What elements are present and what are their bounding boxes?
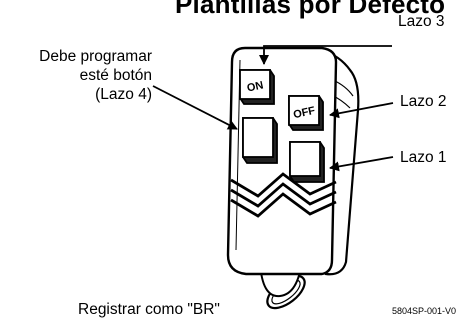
label-registrar: Registrar como "BR": [78, 301, 220, 318]
button-loop4: [242, 117, 278, 164]
label-debe-line2: esté botón: [79, 67, 152, 84]
button-on: [239, 69, 275, 105]
chevron-stripes: [230, 172, 337, 218]
button-off-label: OFF: [292, 105, 316, 121]
button-loop1: [289, 141, 325, 183]
diagram-title: Plantillas por Defecto: [175, 0, 446, 19]
label-lazo1: Lazo 1: [400, 149, 447, 166]
arrow-lazo2: [329, 102, 394, 119]
button-on-label: ON: [246, 79, 265, 94]
arrow-lazo1: [329, 156, 394, 172]
arrow-loop4: [152, 85, 238, 130]
button-off: [288, 95, 324, 131]
figure-code: 5804SP-001-V0: [392, 306, 457, 316]
arrow-lazo3: [259, 45, 392, 65]
label-lazo3: Lazo 3: [398, 13, 445, 30]
leader-lines: [152, 45, 394, 172]
label-debe-programar: Debe programar esté botón (Lazo 4): [5, 47, 152, 104]
label-lazo2: Lazo 2: [400, 93, 447, 110]
label-debe-line1: Debe programar: [39, 48, 152, 65]
label-debe-line3: (Lazo 4): [95, 86, 152, 103]
